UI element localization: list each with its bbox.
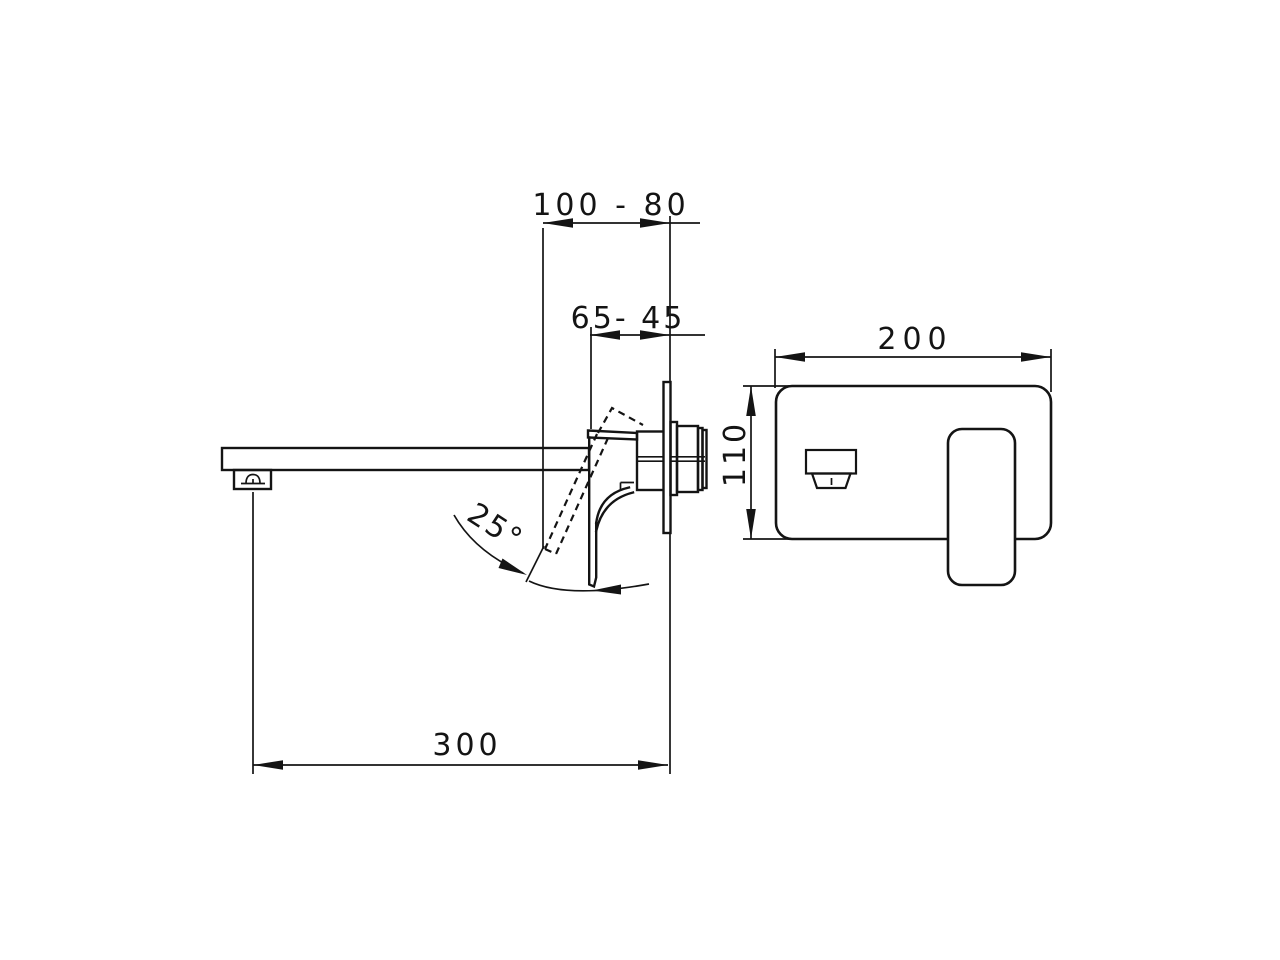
dimension-label: 100 - 80 bbox=[532, 188, 689, 223]
handle-front bbox=[946, 427, 1017, 587]
handle-open-edge-right bbox=[554, 437, 610, 555]
dimension-handle-angle: 25° bbox=[453, 496, 650, 595]
valve-body-grooves-front bbox=[638, 455, 664, 463]
angle-label: 25° bbox=[461, 496, 530, 558]
arrowhead-right bbox=[1021, 352, 1051, 362]
dimension-handle-closed-clearance: 65- 45 bbox=[571, 301, 705, 429]
concealed-body bbox=[669, 420, 708, 497]
dimension-plate-height: 110 bbox=[718, 385, 797, 540]
arrowhead-open-position bbox=[498, 558, 527, 575]
arrowhead-left bbox=[543, 218, 573, 228]
arrowhead-left bbox=[590, 330, 620, 340]
arrowhead-bottom bbox=[746, 509, 756, 539]
body-barrel bbox=[675, 424, 700, 494]
body-end-cap bbox=[701, 428, 708, 490]
handle-open-edge-left bbox=[543, 433, 599, 550]
handle-open-dashed bbox=[543, 406, 644, 556]
arrowhead-left bbox=[775, 352, 805, 362]
dimension-label: 110 bbox=[718, 421, 753, 487]
arrowhead-right bbox=[640, 218, 670, 228]
dimension-plate-width: 200 bbox=[774, 322, 1052, 392]
outlet-nozzle bbox=[810, 472, 853, 490]
spout-aerator bbox=[232, 468, 273, 491]
aerator-housing bbox=[232, 468, 273, 491]
handle-open-top-cap bbox=[597, 406, 644, 434]
angle-extension-tick bbox=[525, 545, 545, 583]
aerator-dome bbox=[245, 473, 261, 484]
side-view: 100 - 80 65- 45 300 25° bbox=[220, 188, 708, 774]
dimension-handle-open-clearance: 100 - 80 bbox=[532, 188, 700, 549]
dimension-label: 200 bbox=[877, 322, 952, 357]
spout-outlet-front bbox=[804, 448, 858, 490]
front-view: 200 110 bbox=[718, 322, 1053, 587]
dimension-label: 300 bbox=[432, 728, 501, 763]
handle-closed bbox=[586, 429, 639, 589]
spout-arm bbox=[220, 446, 591, 472]
handle-lever bbox=[588, 436, 598, 589]
handle-body-step bbox=[619, 481, 634, 490]
arrowhead-top bbox=[746, 386, 756, 416]
dimension-spout-reach: 300 bbox=[252, 492, 671, 774]
arrowhead-right bbox=[640, 330, 670, 340]
angle-arc-lower bbox=[528, 580, 650, 592]
arrowhead-closed-position bbox=[592, 584, 621, 595]
valve-body-grooves-rear bbox=[671, 455, 705, 463]
handle-open-tip bbox=[544, 547, 557, 556]
arrowhead-right bbox=[638, 760, 668, 770]
handle-underside-outer bbox=[594, 486, 631, 525]
handle-underside-inner bbox=[594, 491, 635, 533]
dimension-label: 65- 45 bbox=[571, 301, 686, 336]
arrowhead-left bbox=[253, 760, 283, 770]
